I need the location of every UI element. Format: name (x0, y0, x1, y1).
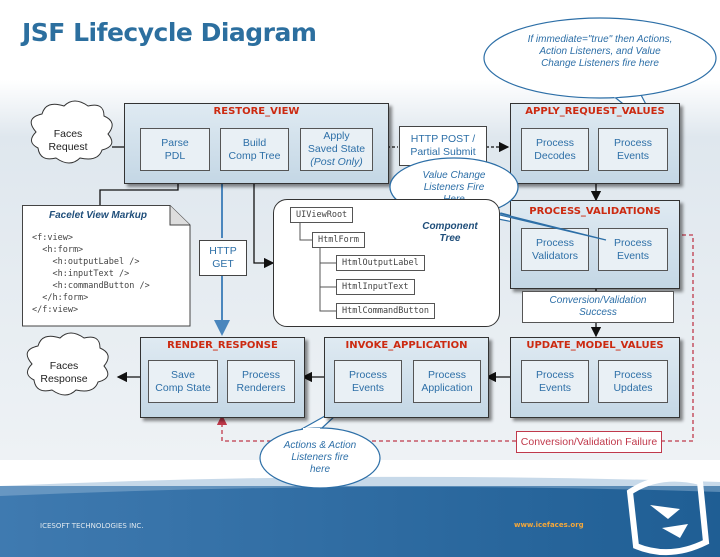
immediate-callout-text: If immediate="true" then Actions, Action… (527, 34, 673, 69)
tree-node-htmlcommandbutton: HtmlCommandButton (336, 303, 435, 319)
icefaces-logo (626, 475, 710, 556)
facelet-note (22, 205, 191, 327)
facelet-line: </h:form> (32, 293, 89, 303)
facelet-line: <h:outputLabel /> (32, 257, 140, 267)
tree-node-htmloutputlabel: HtmlOutputLabel (336, 255, 425, 271)
footer-url[interactable]: www.icefaces.org (514, 521, 584, 529)
phase-title: UPDATE_MODEL_VALUES (526, 340, 664, 351)
page-title: JSF Lifecycle Diagram (22, 18, 317, 47)
footer-company: ICESOFT TECHNOLOGIES INC. (40, 522, 144, 530)
faces-request-label: Faces Request (48, 128, 88, 153)
conversion-failure-label: Conversion/Validation Failure (516, 431, 662, 453)
actions-callout-text: Actions & Action Listeners fire here (283, 440, 357, 475)
phase-title: INVOKE_APPLICATION (345, 340, 468, 351)
step-process-decodes: Process Decodes (521, 128, 589, 171)
tree-node-uiviewroot: UIViewRoot (290, 207, 354, 223)
step-apply-saved-state: Apply Saved State (Post Only) (300, 128, 373, 171)
faces-response-label: Faces Response (40, 360, 88, 385)
facelet-line: <h:inputText /> (32, 269, 130, 279)
post-only-note: (Post Only) (310, 156, 363, 168)
component-tree-title: Component Tree (422, 221, 478, 244)
conversion-success-label: Conversion/Validation Success (522, 291, 674, 323)
facelet-line: <h:commandButton /> (32, 281, 150, 291)
facelet-line: <f:view> (32, 233, 73, 243)
step-process-application: Process Application (413, 360, 481, 403)
phase-title: RENDER_RESPONSE (167, 340, 278, 351)
facelet-title: Facelet View Markup (49, 210, 147, 221)
faces-response-cloud (26, 332, 109, 396)
tree-node-htmlform: HtmlForm (312, 232, 365, 248)
step-save-comp-state: Save Comp State (148, 360, 218, 403)
step-process-renderers: Process Renderers (227, 360, 295, 403)
phase-title: PROCESS_VALIDATIONS (529, 206, 661, 217)
step-process-events-arv: Process Events (598, 128, 668, 171)
step-process-events-ia: Process Events (334, 360, 402, 403)
step-build-comp-tree: Build Comp Tree (220, 128, 289, 171)
tree-node-htmlinputtext: HtmlInputText (336, 279, 415, 295)
step-parse-pdl: Parse PDL (140, 128, 210, 171)
step-process-validators: Process Validators (521, 228, 589, 271)
phase-title: RESTORE_VIEW (213, 106, 300, 117)
step-process-updates: Process Updates (598, 360, 668, 403)
footer-bar (0, 486, 720, 557)
step-process-events-pv: Process Events (598, 228, 668, 271)
http-get-label: HTTP GET (199, 240, 247, 276)
facelet-line: <h:form> (32, 245, 84, 255)
step-process-events-umv: Process Events (521, 360, 589, 403)
phase-title: APPLY_REQUEST_VALUES (525, 106, 665, 117)
faces-request-cloud (30, 100, 113, 164)
facelet-line: </f:view> (32, 305, 79, 315)
